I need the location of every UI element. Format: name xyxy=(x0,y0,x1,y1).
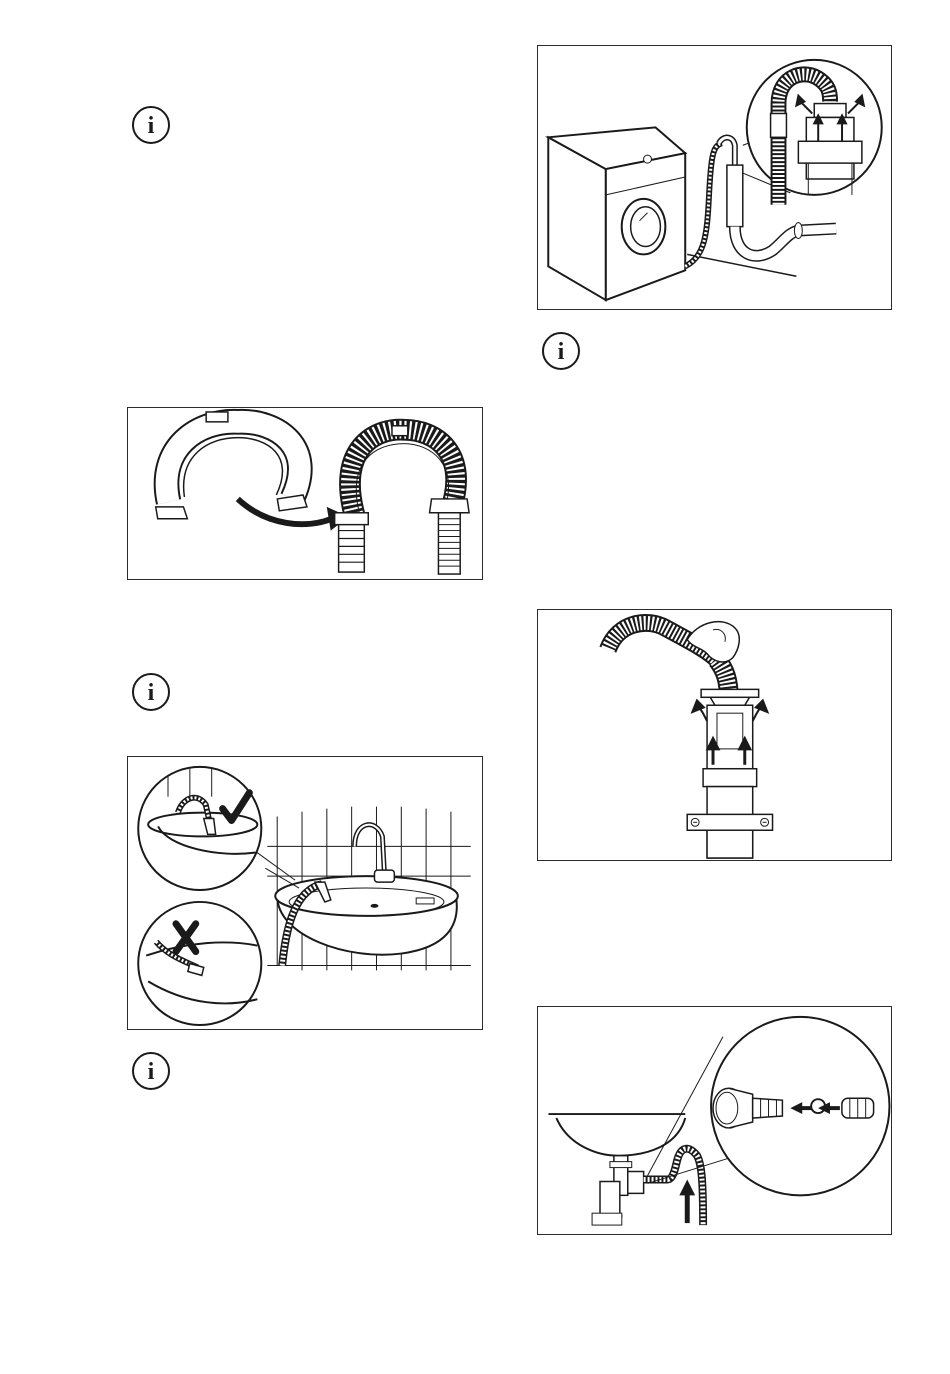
info-icon: i xyxy=(131,105,171,145)
info-icon: i xyxy=(541,331,581,371)
svg-text:i: i xyxy=(148,1059,155,1085)
info-icon: i xyxy=(131,672,171,712)
info-icon: i xyxy=(131,1051,171,1091)
figure-hand-insert-hose-standpipe xyxy=(537,609,892,861)
figure-washbasin-hose-placement xyxy=(127,756,483,1030)
figure-sink-trap-connection xyxy=(537,1006,892,1235)
figure-machine-drain-standpipe xyxy=(537,45,892,310)
svg-text:i: i xyxy=(148,113,155,139)
svg-text:i: i xyxy=(558,339,565,365)
svg-text:i: i xyxy=(148,680,155,706)
figure-hose-guide-fitting xyxy=(127,407,483,580)
